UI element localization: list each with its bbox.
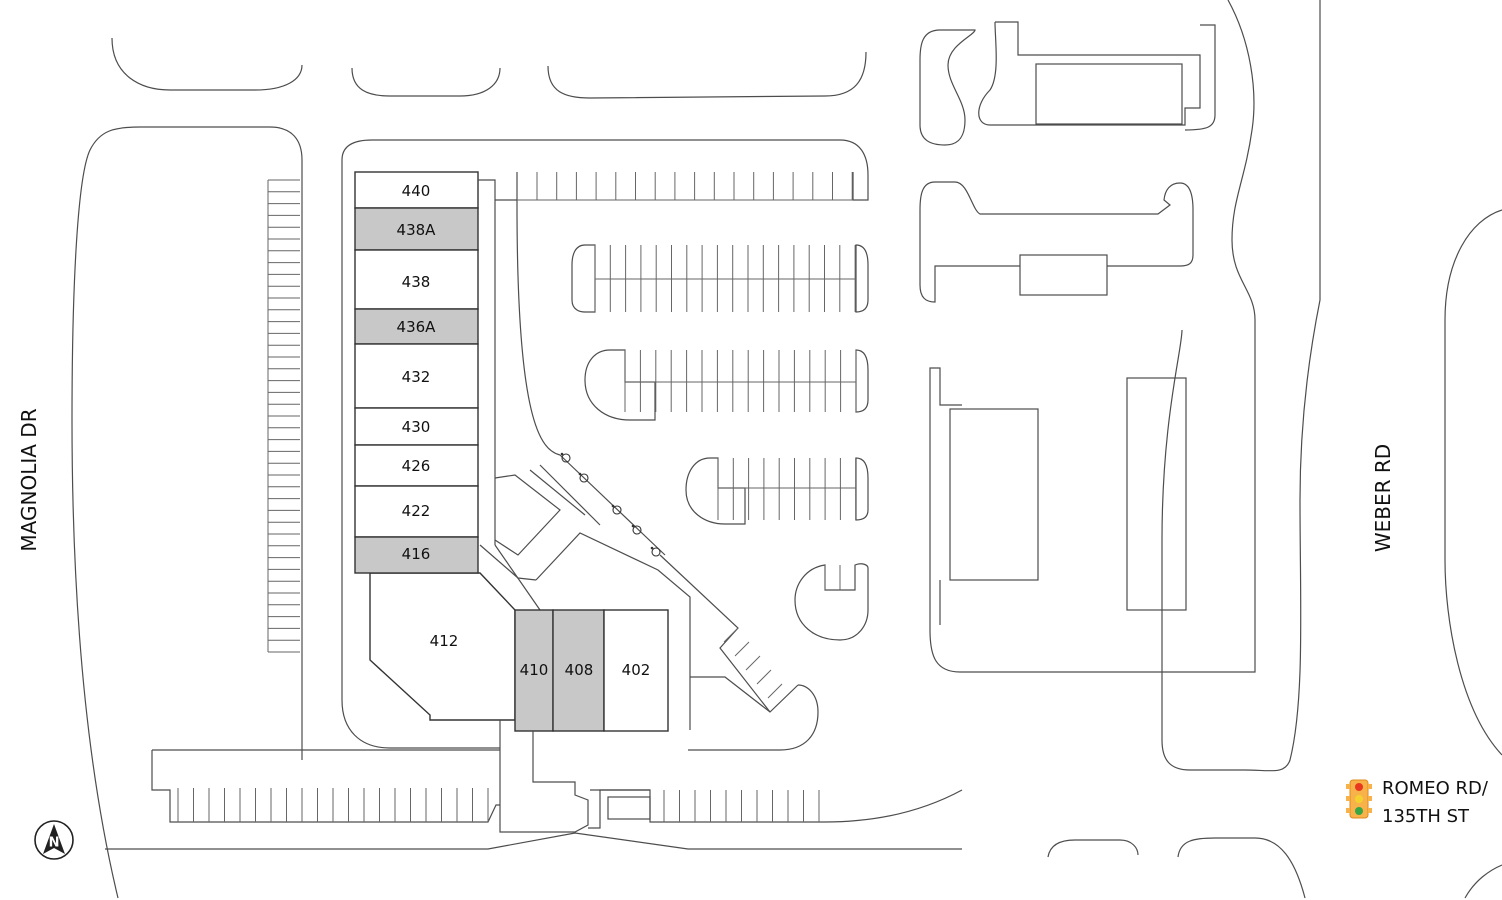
unit-422[interactable]: [354, 485, 479, 538]
parking-stall-line: [734, 641, 750, 657]
accessible-parking-icon-dot: [578, 472, 582, 476]
unit-432[interactable]: [354, 343, 479, 409]
unit-430[interactable]: [354, 407, 479, 446]
accessible-parking-icon-dot: [560, 452, 564, 456]
accessible-parking-icon: [651, 547, 661, 557]
walkway-a: [494, 474, 561, 556]
unit-436a[interactable]: [354, 308, 479, 345]
curb-top-2: [351, 67, 501, 97]
main-lot-curb-west: [341, 160, 500, 749]
island-row-2: [571, 244, 596, 313]
unit-408[interactable]: [552, 609, 605, 732]
outparcel-1: [919, 29, 976, 146]
accessible-parking-icon: [612, 505, 622, 515]
hc-stripe-a: [539, 464, 601, 526]
weber-se-curb: [1177, 837, 1306, 899]
parking-stall-line: [745, 655, 761, 671]
island-row-3-end: [855, 349, 869, 413]
main-lot-curb: [341, 139, 869, 176]
island-row-4-end: [855, 457, 869, 521]
traffic-light-icon: [1346, 779, 1372, 819]
unit-440[interactable]: [354, 171, 479, 209]
retail-building: 412 410 408 402 440 438A 438 436A 432 43…: [354, 171, 669, 833]
accessible-parking-icon: [579, 473, 589, 483]
curb-top-1: [111, 37, 303, 91]
unit-438[interactable]: [354, 249, 479, 310]
bottom-strip: [151, 750, 500, 823]
unit-410[interactable]: [514, 609, 554, 732]
weber-rd-label: WEBER RD: [1371, 444, 1395, 552]
north-arrow-icon: N: [34, 820, 74, 860]
outparcel-1c: [1184, 24, 1216, 131]
outparcel-2b: [935, 181, 1194, 267]
unit-416[interactable]: [354, 536, 479, 574]
outparcel-2-building: [1019, 254, 1108, 296]
east-angled-ramp: [659, 554, 771, 713]
parking-stall-line: [723, 627, 739, 643]
road-outlines: [71, 0, 1502, 899]
right-lot-curb: [929, 0, 1256, 673]
south-east-curb: [588, 789, 963, 829]
unit-426[interactable]: [354, 444, 479, 487]
walkway-d: [479, 544, 537, 581]
outparcel-1-building: [1035, 63, 1183, 125]
unit-402[interactable]: [603, 609, 669, 732]
weber-west-curb: [1161, 0, 1321, 772]
hc-stripe-c: [529, 469, 586, 516]
island-row-3: [584, 349, 656, 421]
island-row-2-end: [855, 244, 869, 313]
east-angled-ramp-2: [690, 676, 799, 713]
west-lot-curb: [71, 126, 303, 899]
tower-sidewalk: [478, 179, 496, 545]
walkway-b: [535, 532, 691, 730]
parking-islands: [479, 172, 869, 730]
signal-label-line1: ROMEO RD/: [1382, 778, 1489, 799]
south-road-edge: [105, 832, 962, 850]
unit-column: 440 438A 438 436A 432 430 426 422 416: [354, 171, 479, 574]
unit-438a[interactable]: [354, 207, 479, 251]
parking-stall-line: [767, 683, 783, 699]
accessible-parking-icons: [560, 452, 661, 557]
unit-412[interactable]: [369, 572, 516, 721]
south-annex: [499, 720, 589, 833]
accessible-parking-icon-dot: [631, 524, 635, 528]
weber-east-curb: [1444, 209, 1502, 756]
north-letter: N: [49, 836, 60, 851]
outparcel-1b: [978, 21, 1201, 126]
accessible-parking-icon: [632, 525, 642, 535]
right-lot-building-b: [1126, 377, 1187, 611]
south-kiosk: [607, 796, 651, 820]
accessible-parking-icon: [561, 453, 571, 463]
magnolia-dr-label: MAGNOLIA DR: [17, 408, 41, 551]
accessible-parking-icon-dot: [611, 504, 615, 508]
stall-lines: [177, 172, 857, 822]
weber-sw-curb: [1047, 839, 1139, 858]
parking-stall-line: [756, 669, 772, 685]
east-drive-curb: [688, 684, 819, 751]
curb-top-3: [547, 51, 867, 99]
outparcel-2: [919, 181, 1020, 303]
accessible-parking-icon-dot: [650, 546, 654, 550]
island-top-row: [516, 172, 561, 456]
island-row-4: [685, 457, 746, 525]
island-row-5: [794, 563, 869, 641]
island-top-row-end: [852, 172, 869, 201]
signal-label-line2: 135TH ST: [1382, 806, 1470, 827]
weber-far-curb: [1464, 864, 1502, 899]
right-lot-building-a: [949, 408, 1039, 581]
